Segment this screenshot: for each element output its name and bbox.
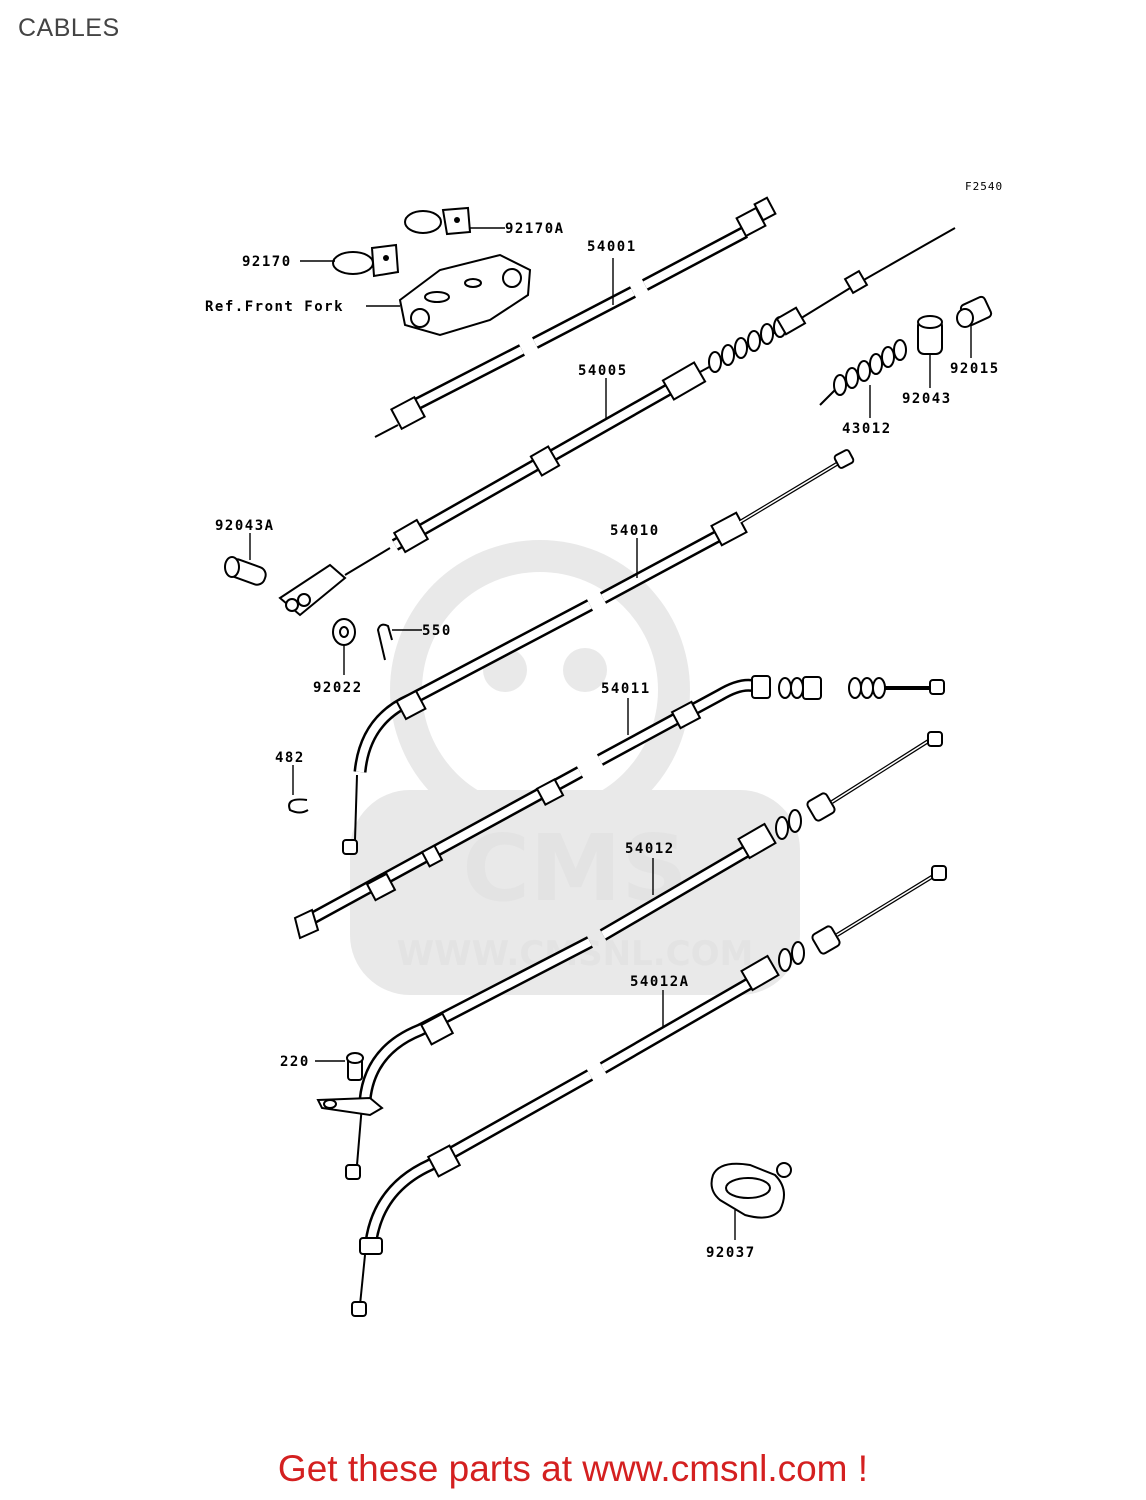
watermark-mascot-face	[422, 572, 658, 808]
label-92170: 92170	[242, 254, 292, 270]
page-title: CABLES	[18, 14, 120, 42]
label-92022: 92022	[313, 680, 363, 696]
guide-92037	[710, 1162, 792, 1240]
cable-54005	[278, 227, 956, 617]
label-54012a: 54012A	[630, 974, 690, 990]
nut-92015	[956, 295, 993, 358]
spring-43012	[819, 339, 907, 418]
label-550: 550	[422, 623, 452, 639]
label-ref-front-fork: Ref.Front Fork	[205, 299, 344, 315]
label-54012: 54012	[625, 841, 675, 857]
watermark-mascot-eye-right	[563, 648, 607, 692]
screw-220	[315, 1052, 384, 1117]
label-54005: 54005	[578, 363, 628, 379]
footer-link[interactable]: Get these parts at www.cmsnl.com !	[277, 1448, 869, 1489]
collar-92043	[917, 315, 943, 388]
label-92043a: 92043A	[215, 518, 275, 534]
label-54001: 54001	[587, 239, 637, 255]
label-92037: 92037	[706, 1245, 756, 1261]
label-220: 220	[280, 1054, 310, 1070]
bracket-92170	[300, 243, 400, 278]
cotter-pin-550	[376, 623, 422, 661]
label-54011: 54011	[601, 681, 651, 697]
label-92170a: 92170A	[505, 221, 565, 237]
label-92015: 92015	[950, 361, 1000, 377]
cable-54012a	[351, 865, 947, 1317]
parts-diagram: CMS WWW.CMSNL.COM F2540 92170A 92170 Ref…	[205, 180, 1003, 1317]
washer-92022	[332, 618, 356, 675]
clip-482	[288, 765, 309, 814]
front-fork-bracket	[366, 253, 532, 337]
label-54010: 54010	[610, 523, 660, 539]
cable-54012	[345, 731, 943, 1180]
label-482: 482	[275, 750, 305, 766]
figure-code: F2540	[965, 180, 1003, 193]
pin-92043a	[224, 533, 267, 586]
label-43012: 43012	[842, 421, 892, 437]
label-92043: 92043	[902, 391, 952, 407]
cable-54001	[374, 196, 777, 438]
cable-54010	[342, 449, 855, 855]
bracket-92170a	[404, 206, 505, 236]
cable-54011	[293, 675, 945, 940]
